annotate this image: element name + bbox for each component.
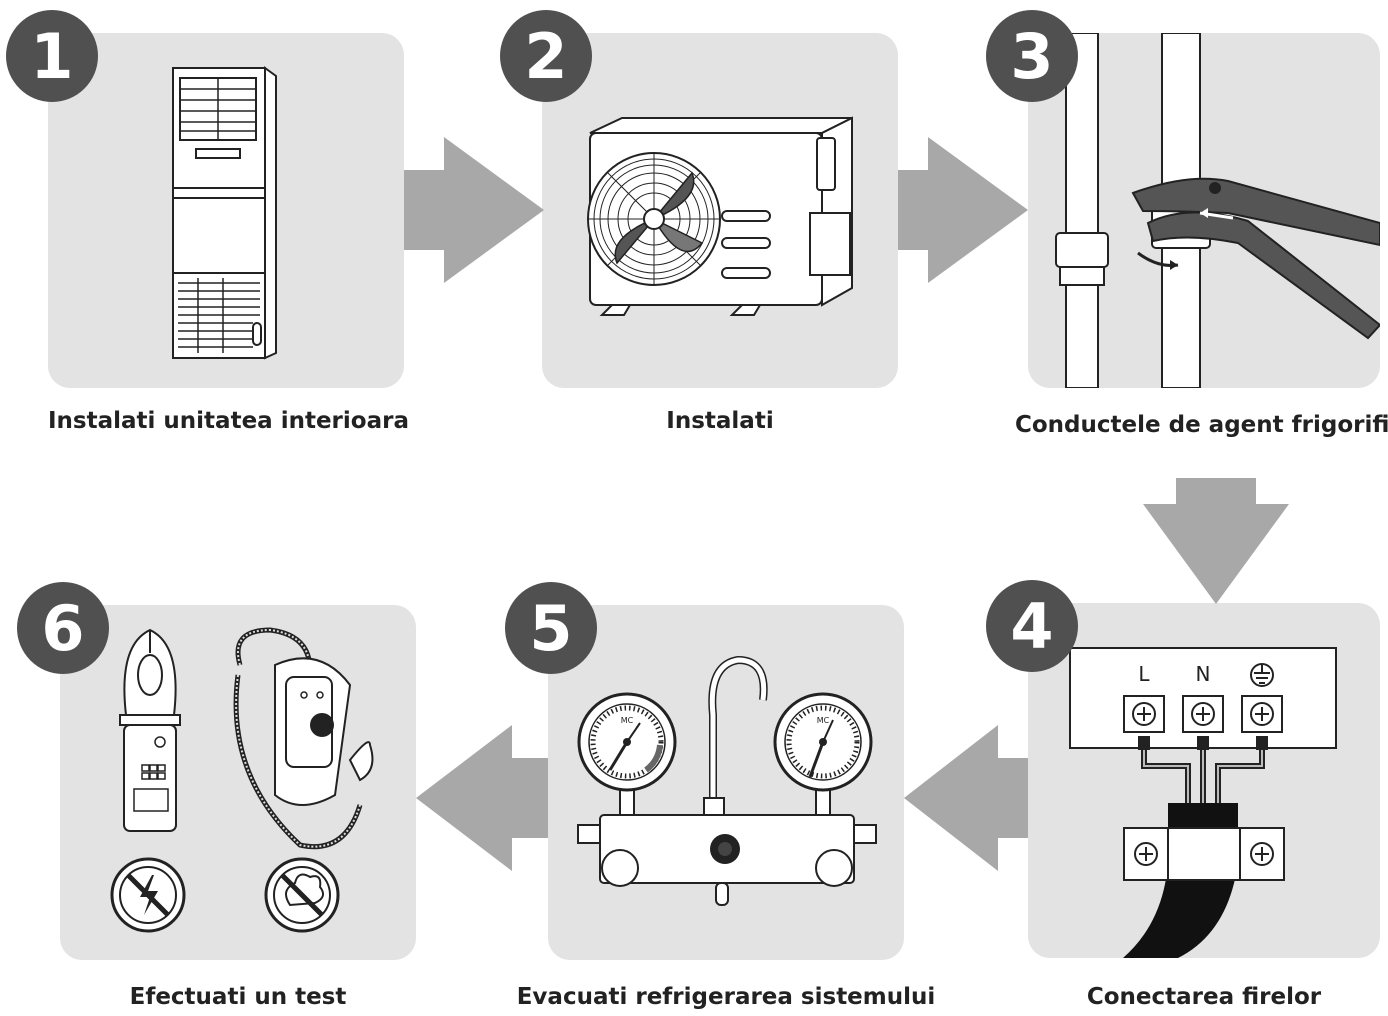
leak-detector — [233, 627, 374, 850]
high-pressure-gauge: MC — [773, 692, 873, 792]
step-6-badge: 6 — [17, 582, 109, 674]
ground-icon — [1250, 663, 1274, 687]
step-6-caption: Efectuati un test — [129, 984, 347, 1010]
step-2-panel — [542, 33, 898, 388]
step-5-caption: Evacuati refrigerarea sistemului — [516, 984, 936, 1010]
step-5-panel: MC MC — [548, 605, 904, 960]
step-4-caption: Conectarea firelor — [1086, 984, 1322, 1010]
arrow-step5-to-step6 — [416, 725, 548, 871]
manifold-gauge-illustration: MC MC — [577, 655, 877, 906]
step-6-panel — [60, 605, 416, 960]
step-4-badge: 4 — [986, 580, 1078, 672]
step-3-panel — [1028, 33, 1380, 388]
step-1-caption: Instalati unitatea interioara — [48, 408, 409, 434]
outdoor-unit-illustration — [587, 116, 853, 316]
high-gauge-label: MC — [817, 716, 830, 725]
step-2-caption: Instalati — [666, 408, 774, 434]
arrow-step3-to-step4 — [1143, 478, 1289, 604]
no-gas-icon — [264, 857, 340, 933]
arrow-step2-to-step3 — [898, 137, 1028, 283]
terminal-label-l: L — [1138, 662, 1150, 686]
step-5-badge: 5 — [505, 582, 597, 674]
wiring-terminal-illustration: L N — [1069, 647, 1337, 958]
terminal-label-n: N — [1196, 662, 1211, 686]
test-equipment-illustration — [110, 627, 374, 933]
clamp-meter — [119, 628, 181, 832]
arrow-step1-to-step2 — [404, 137, 544, 283]
arrow-step4-to-step5 — [904, 725, 1028, 871]
low-gauge-label: MC — [621, 716, 634, 725]
pipe-wrench-illustration — [1055, 33, 1380, 388]
indoor-unit-illustration — [172, 66, 277, 360]
step-3-caption: Conductele de agent frigorific — [1015, 412, 1388, 438]
step-1-badge: 1 — [6, 10, 98, 102]
no-power-icon — [110, 857, 186, 933]
step-1-panel — [48, 33, 404, 388]
step-4-panel: L N — [1028, 603, 1380, 958]
step-3-badge: 3 — [986, 10, 1078, 102]
low-pressure-gauge: MC — [577, 692, 677, 792]
step-2-badge: 2 — [500, 10, 592, 102]
